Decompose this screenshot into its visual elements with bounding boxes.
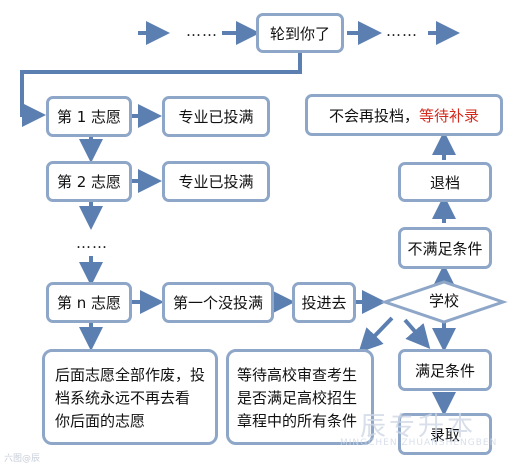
middle-note-line-1: 等待高校审查考生: [237, 366, 358, 384]
wait-supplementary-text: 等待补录: [419, 106, 480, 125]
admit-box: 录取: [398, 413, 492, 455]
your-turn-box: 轮到你了: [256, 13, 344, 53]
top-dots-right: ……: [386, 22, 418, 40]
left-note-line-3: 你后面的志愿: [55, 412, 146, 430]
middle-note-line-2: 是否满足高校招生: [237, 389, 358, 407]
first-open-box: 第一个没投满: [162, 282, 274, 323]
met-box: 满足条件: [398, 349, 492, 391]
school-diamond-label: 学校: [428, 292, 459, 310]
choice-2-result-box: 专业已投满: [162, 161, 270, 202]
middle-dots: ……: [76, 234, 108, 252]
final-outcome-text: 不会再投档，: [328, 106, 419, 125]
middle-note-line-3: 章程中的所有条件: [237, 412, 358, 430]
withdraw-box: 退档: [398, 162, 492, 202]
choice-1-box: 第 1 志愿: [46, 96, 132, 137]
watermark-title: 辰专升本: [360, 412, 477, 442]
corner-watermark: 六图@辰: [4, 454, 41, 464]
left-note-line-1: 后面志愿全部作废，投: [55, 366, 206, 384]
school-diamond-shape: [380, 280, 508, 324]
left-note-box: 后面志愿全部作废，投 档系统永远不再去看 你后面的志愿: [42, 349, 218, 445]
left-note-line-2: 档系统永远不再去看: [55, 389, 191, 407]
choice-2-box: 第 2 志愿: [46, 161, 132, 202]
middle-note-box: 等待高校审查考生 是否满足高校招生 章程中的所有条件: [226, 349, 374, 445]
final-outcome-box: 不会再投档，等待补录: [305, 94, 503, 136]
choice-n-box: 第 n 志愿: [46, 282, 132, 323]
submit-box: 投进去: [292, 282, 356, 323]
choice-1-result-box: 专业已投满: [162, 96, 270, 137]
not-met-box: 不满足条件: [398, 227, 492, 269]
watermark-subtitle: MINGCHEN ZHUANSHENGBEN: [340, 438, 498, 448]
top-dots-left: ……: [186, 22, 218, 40]
